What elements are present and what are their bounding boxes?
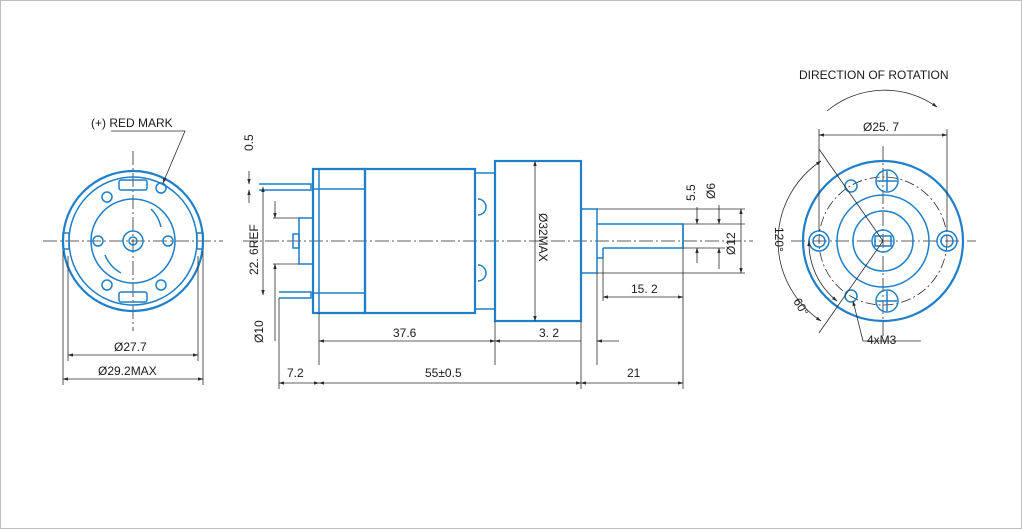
terminal-bottom — [118, 291, 148, 303]
screw-head-bottom — [875, 289, 899, 313]
dim-flange: 3. 2 — [539, 326, 559, 340]
vent-hole-right — [162, 235, 174, 247]
output-shaft — [597, 223, 684, 249]
rivet-bottom-right — [155, 279, 167, 291]
red-mark-label: (+) RED MARK — [91, 116, 173, 130]
rivet-top-left — [101, 191, 113, 203]
dim-gearbox-dia: Ø32MAX — [536, 213, 550, 262]
dim-boss: Ø10 — [252, 320, 266, 343]
rear-end-view: (+) RED MARK Ø27.7 Ø29.2MAX — [43, 116, 223, 385]
dim-total-length: 55±0.5 — [425, 366, 462, 380]
dim-rear: 7.2 — [287, 366, 304, 380]
output-flange — [580, 208, 598, 274]
bolt-circle-label: Ø25. 7 — [863, 120, 899, 134]
terminal-upper — [259, 183, 312, 191]
gearbox-outer-circle — [801, 159, 965, 323]
dim-bearing-dia: Ø12 — [724, 232, 738, 255]
screw-head-top — [875, 169, 899, 193]
screw-head-lower — [477, 264, 487, 282]
side-view: 0.5 22. 6REF Ø10 37.6 3. 2 7.2 55±0.5 21 — [242, 134, 753, 389]
mount-hole-right — [940, 234, 954, 248]
terminal-lower — [279, 291, 312, 299]
side-tab-right — [196, 232, 204, 250]
vent-hole-left — [92, 235, 104, 247]
front-end-view: DIRECTION OF ROTATION Ø25. 7 120 — [772, 68, 976, 347]
shaft-flat — [874, 235, 892, 247]
dim-terminal-thickness: 0.5 — [242, 134, 256, 151]
screw-head-upper — [477, 198, 487, 216]
bearing-circle — [852, 210, 914, 272]
angle-60-label: 60° — [790, 296, 811, 319]
bushing-outer — [122, 230, 144, 252]
mount-hole-top — [844, 179, 858, 193]
dim-motor-length: 37.6 — [393, 326, 417, 340]
rotation-arrow — [826, 89, 938, 112]
dia-max-label: Ø29.2MAX — [98, 364, 157, 378]
red-mark-circle — [155, 182, 167, 194]
rotation-label: DIRECTION OF ROTATION — [799, 68, 949, 82]
side-tab-left — [62, 232, 70, 250]
shaft-hole — [128, 236, 138, 246]
brush-slot-bottom — [104, 254, 122, 274]
dim-flat-length: 15. 2 — [631, 282, 658, 296]
rivet-bottom-left — [101, 279, 113, 291]
dim-terminal-spacing: 22. 6REF — [247, 224, 261, 275]
dim-shaft-length: 21 — [627, 366, 641, 380]
dim-flat: 5.5 — [684, 184, 698, 201]
dia-body-label: Ø27.7 — [114, 340, 147, 354]
angle-120-label: 120° — [772, 227, 786, 252]
dim-shaft-dia: Ø6 — [704, 183, 718, 199]
terminal-top — [118, 179, 148, 191]
brush-slot-top — [150, 208, 162, 228]
end-cap-circle — [90, 198, 176, 284]
thread-label: 4xM3 — [867, 333, 897, 347]
shaft-circle — [871, 229, 895, 253]
